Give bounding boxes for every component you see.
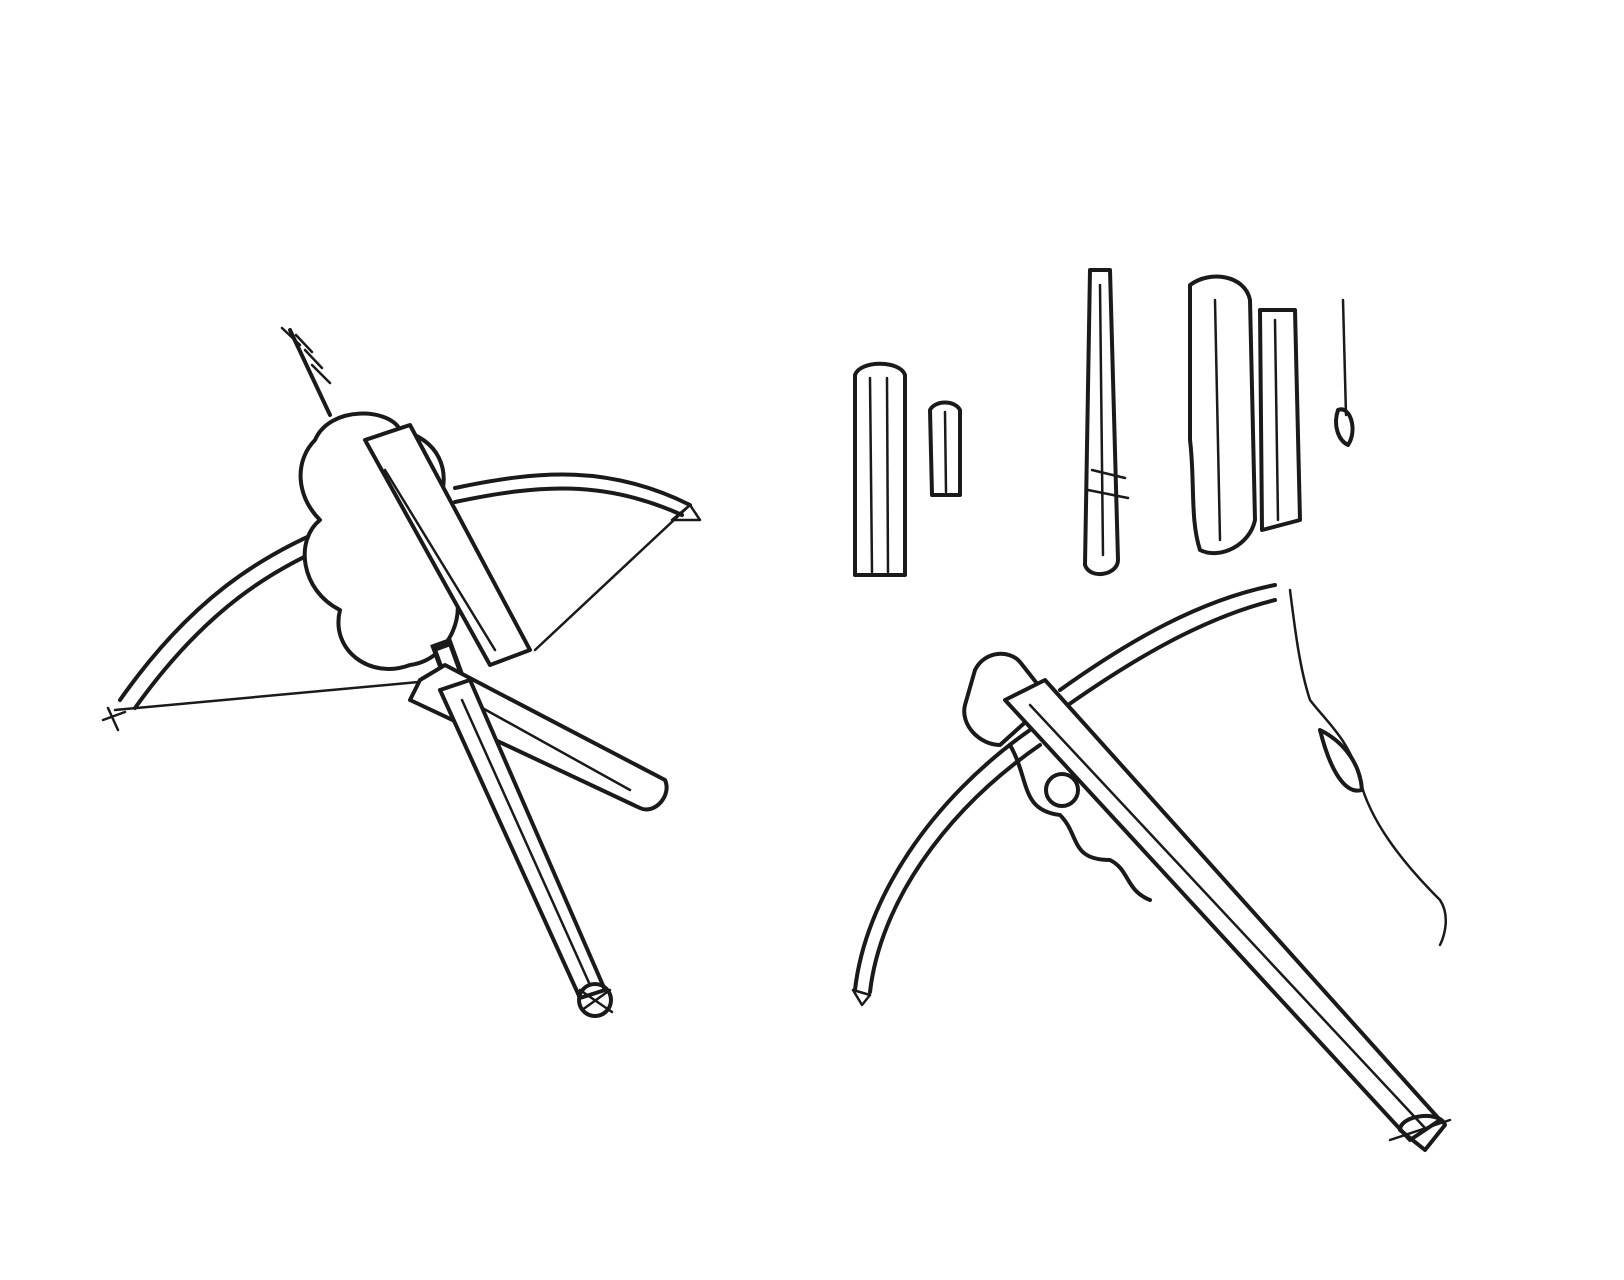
right-trigger-hole: [1044, 772, 1080, 808]
left-bow-limb-upper: [453, 472, 692, 507]
right-grip: [1008, 743, 1152, 902]
right-bow-limb-upper: [1058, 583, 1277, 692]
left-crossbow: [101, 326, 702, 1018]
left-stock: [363, 423, 532, 667]
right-bow-limb: [853, 728, 1032, 992]
left-bow-string: [113, 678, 442, 712]
part-pendant: [1341, 298, 1348, 417]
right-crossbow: [851, 583, 1452, 1152]
parts-exploded: [853, 268, 1355, 577]
part-stock-rail: [1258, 308, 1302, 532]
part-tube: [853, 361, 907, 577]
left-bolt: [288, 328, 332, 417]
left-bow-limb: [118, 523, 337, 702]
right-tassel-cord: [1288, 588, 1447, 947]
left-bow-string-right: [533, 503, 692, 652]
part-stock-block: [1188, 274, 1257, 556]
